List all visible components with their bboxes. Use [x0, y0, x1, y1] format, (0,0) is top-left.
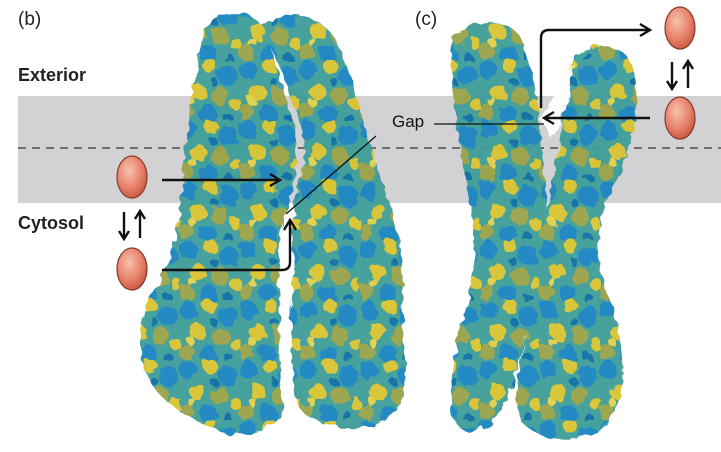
exterior-label: Exterior: [18, 65, 87, 85]
arrow-c-exit: [539, 22, 653, 108]
cytosol-label: Cytosol: [18, 213, 85, 233]
arrow-c-entry: [541, 110, 650, 126]
arrow-b-lower: [162, 217, 298, 272]
solute-c-lower: [664, 96, 696, 140]
gap-label: Gap: [392, 112, 425, 131]
solute-b-upper: [116, 155, 148, 199]
transporter-b-right-domain: [262, 15, 406, 427]
exchange-arrows-b-icon: [117, 208, 147, 242]
transporter-c-left-arm: [450, 22, 547, 433]
solute-b-lower: [116, 247, 148, 291]
arrow-b-upper: [162, 172, 283, 188]
solute-c-upper: [664, 6, 696, 50]
gap-leader-b: [285, 135, 377, 215]
transporter-c-right-arm: [516, 45, 637, 439]
exchange-arrows-c-icon: [665, 58, 695, 92]
transporter-b-gap: [278, 222, 300, 425]
panel-b-label: (b): [18, 9, 42, 30]
panel-c-label: (c): [415, 9, 438, 30]
transporter-b-left-domain: [140, 12, 297, 435]
transporter-c: [450, 22, 637, 439]
transporter-b: [140, 12, 406, 435]
